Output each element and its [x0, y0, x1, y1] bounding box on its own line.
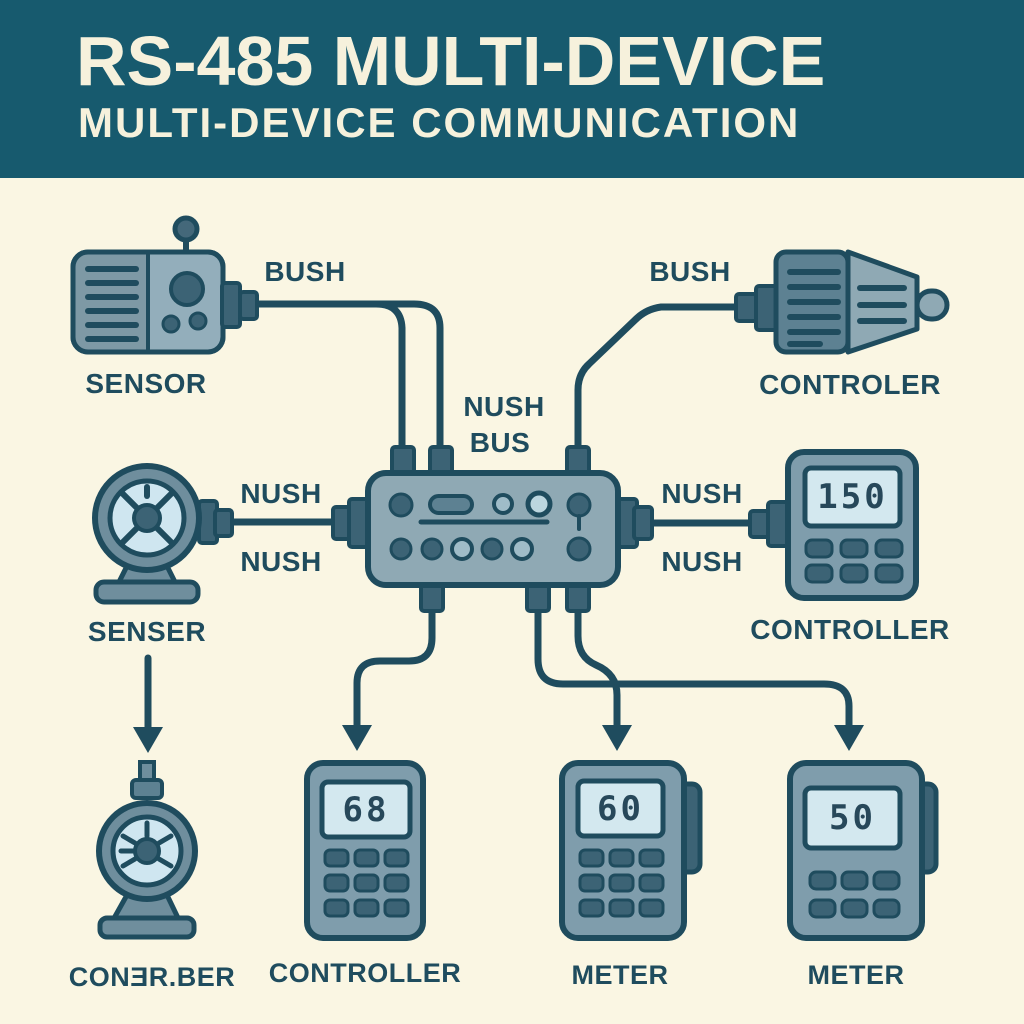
lcd-display-50: 50 — [829, 798, 876, 838]
bus-wires — [144, 300, 853, 733]
wire-hub-to-mid-meter — [574, 605, 621, 731]
arrowhead-icon — [342, 725, 372, 751]
sensor-icon — [70, 215, 259, 355]
arrow-heads — [133, 725, 864, 753]
arrowhead-icon — [834, 725, 864, 751]
hub-label-line2: BUS — [469, 427, 531, 458]
device-label-meter-right: METER — [807, 960, 905, 990]
wire-sensor-to-hub-2 — [254, 300, 444, 453]
meter-50-icon — [787, 760, 939, 941]
device-label-controller-bottom: CONTROLLER — [268, 958, 462, 988]
plug-icon — [734, 249, 950, 355]
fan-bottom-icon — [96, 760, 198, 940]
meter-60-icon — [559, 760, 703, 941]
device-label-meter-mid: METER — [571, 960, 669, 990]
wire-hub-to-bottom-controller — [353, 605, 436, 731]
page-title: RS-485 MULTI-DEVICE — [76, 22, 826, 100]
device-label-controller-mid: CONTROLLER — [750, 614, 950, 645]
wire-plug-to-hub — [574, 303, 742, 453]
arrowhead-icon — [602, 725, 632, 751]
wire-label-nush-right-top: NUSH — [661, 478, 743, 509]
device-label-conarber: CONƎR.BER — [68, 962, 236, 992]
device-label-senser: SENSER — [87, 616, 207, 647]
fan-sensor-icon — [92, 463, 234, 605]
wire-hub-to-right-meter — [534, 605, 853, 731]
wire-label-bush-left: BUSH — [264, 256, 346, 287]
wire-label-nush-left-bottom: NUSH — [240, 546, 322, 577]
header-banner: RS-485 MULTI-DEVICE MULTI-DEVICE COMMUNI… — [0, 0, 1024, 178]
page-subtitle: MULTI-DEVICE COMMUNICATION — [78, 99, 801, 146]
bus-hub-icon — [331, 445, 654, 613]
arrowhead-icon — [133, 727, 163, 753]
hub-label-line1: NUSH — [463, 391, 545, 422]
wire-label-nush-right-bottom: NUSH — [661, 546, 743, 577]
wire-sensor-to-hub-1 — [254, 300, 406, 453]
controller-68-icon — [304, 760, 426, 941]
device-label-sensor: SENSOR — [85, 368, 207, 399]
wire-label-bush-right: BUSH — [649, 256, 731, 287]
wire-label-nush-left-top: NUSH — [240, 478, 322, 509]
controller-150-icon — [748, 449, 919, 601]
device-label-controler: CONTROLER — [759, 369, 941, 400]
lcd-display-60: 60 — [597, 788, 644, 829]
lcd-display-68: 68 — [342, 789, 390, 830]
lcd-display-150: 150 — [817, 477, 888, 517]
